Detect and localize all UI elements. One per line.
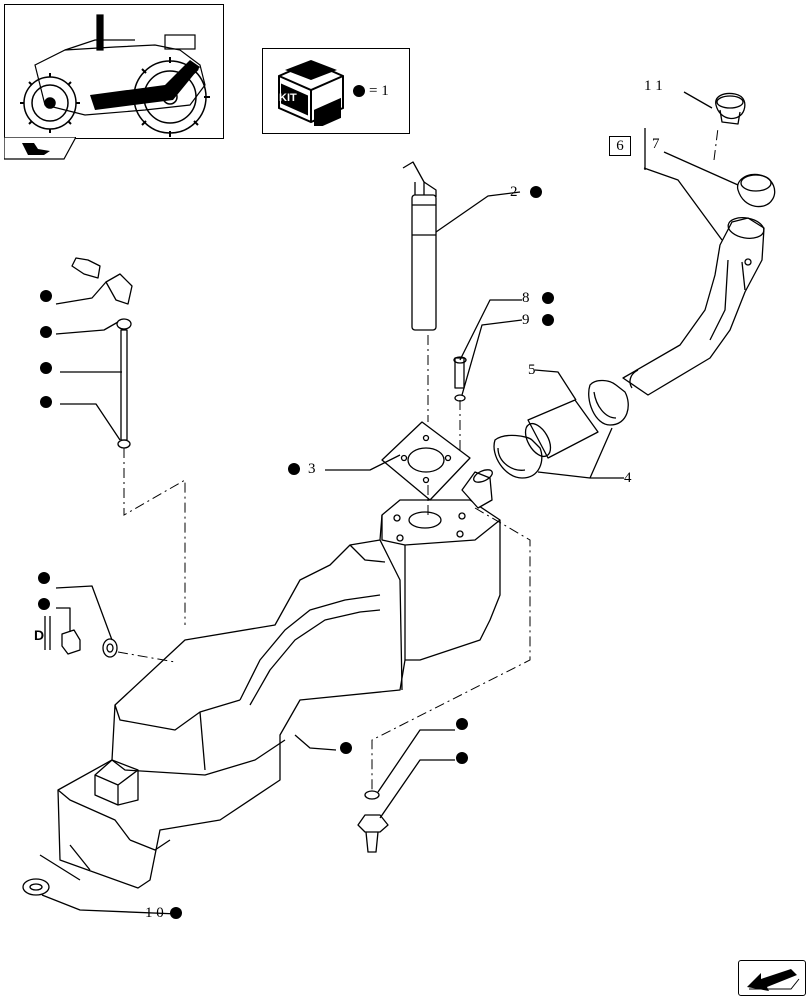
callout-6: 6 xyxy=(609,136,631,156)
dimension-d-label: D xyxy=(34,627,45,643)
callout-4: 4 xyxy=(624,470,632,486)
callout-7: 7 xyxy=(652,136,660,152)
kit-dot-marker-icon xyxy=(40,290,52,302)
navigation-arrow-icon[interactable] xyxy=(738,960,806,996)
kit-dot-marker-icon xyxy=(40,362,52,374)
fuel-tank xyxy=(57,499,501,889)
kit-dot-marker-icon xyxy=(340,742,352,754)
kit-dot-marker-icon xyxy=(38,598,50,610)
kit-dot-marker-icon xyxy=(40,326,52,338)
callout-9: 9 xyxy=(522,312,530,328)
callout-8: 8 xyxy=(522,290,530,306)
callout-11: 1 1 xyxy=(644,78,663,94)
thumbnail-tab-icon[interactable] xyxy=(3,136,78,161)
tractor-thumbnail-icon[interactable] xyxy=(4,4,224,139)
kit-dot-marker-icon xyxy=(353,85,365,97)
kit-dot-marker-icon xyxy=(170,907,182,919)
kit-dot-marker-icon xyxy=(456,752,468,764)
kit-dot-marker-icon xyxy=(542,314,554,326)
kit-dot-marker-icon xyxy=(40,396,52,408)
callout-6-text: 6 xyxy=(616,138,624,154)
kit-dot-marker-icon xyxy=(288,463,300,475)
kit-legend: KIT KIT = 1 xyxy=(262,48,410,134)
kit-equals-label: = 1 xyxy=(369,83,389,99)
callout-5: 5 xyxy=(528,362,536,378)
kit-dot-marker-icon xyxy=(542,292,554,304)
kit-text-left: KIT xyxy=(279,92,297,104)
callout-2: 2 xyxy=(510,184,518,200)
kit-dot-marker-icon xyxy=(530,186,542,198)
kit-text-right: KIT xyxy=(314,92,332,104)
kit-dot-marker-icon xyxy=(456,718,468,730)
callout-10: 1 0 xyxy=(145,905,164,921)
kit-dot-marker-icon xyxy=(38,572,50,584)
callout-3: 3 xyxy=(308,461,316,477)
kit-box-icon xyxy=(278,60,344,126)
